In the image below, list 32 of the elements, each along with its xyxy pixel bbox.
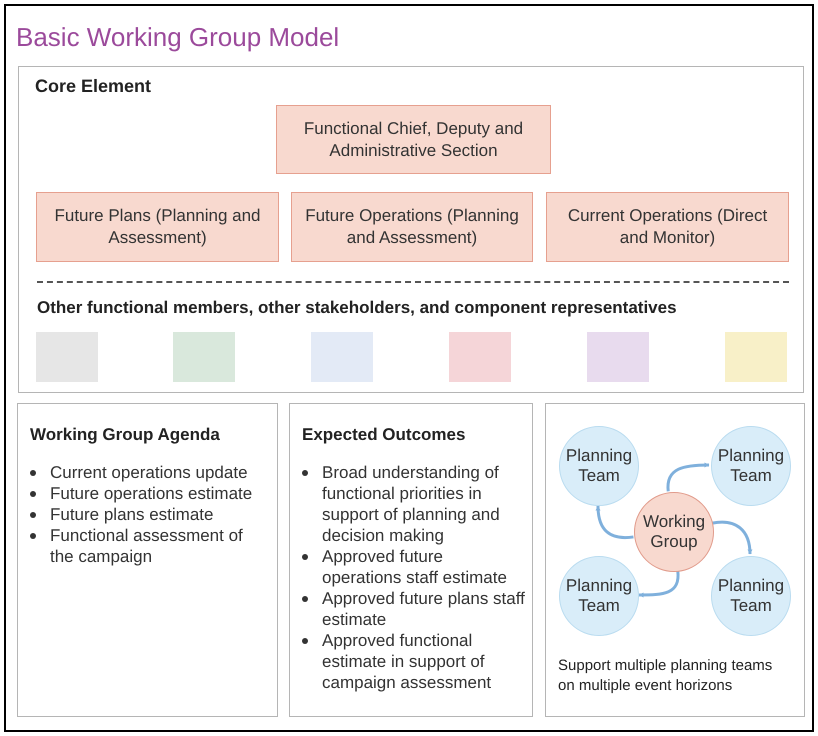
arrow (666, 462, 710, 492)
node-label: Support multiple planning teams on multiple event horizons (558, 656, 774, 696)
color-block (173, 332, 235, 382)
process-box: Current Operations (Direct and Monitor) (546, 192, 789, 262)
list-item: Future operations estimate (50, 483, 252, 504)
process-box: Future Plans (Planning and Assessment) (36, 192, 279, 262)
list-item: Approved future operations staff estimate (322, 546, 508, 588)
color-block (36, 332, 98, 382)
panel (289, 403, 533, 717)
color-block (725, 332, 787, 382)
panel (545, 403, 805, 717)
panel (17, 403, 278, 717)
list-item: Future plans estimate (50, 504, 214, 525)
process-box: Functional Chief, Deputy and Administrative Section (276, 105, 551, 174)
arrow (596, 506, 634, 540)
color-block (587, 332, 649, 382)
color-block (311, 332, 373, 382)
arrow (712, 520, 752, 554)
list-item: Current operations update (50, 462, 248, 483)
list-item: Approved functional estimate in support of campaign assessment (322, 630, 492, 693)
list-item: Approved future plans staff estimate (322, 588, 526, 630)
section-heading: Other functional members, other stakeholders, and component representatives (37, 297, 677, 319)
panel (18, 66, 804, 393)
process-box: Future Operations (Planning and Assessment) (291, 192, 533, 262)
panel-heading: Core Element (35, 75, 152, 98)
title: Basic Working Group Model (16, 21, 340, 54)
panel-heading: Expected Outcomes (302, 424, 466, 446)
list-item: Functional assessment of the campaign (50, 525, 244, 567)
arrow (638, 570, 680, 598)
color-block (449, 332, 511, 382)
panel-heading: Working Group Agenda (30, 424, 220, 446)
list-item: Broad understanding of functional priorities in support of planning and decision making (322, 462, 501, 546)
